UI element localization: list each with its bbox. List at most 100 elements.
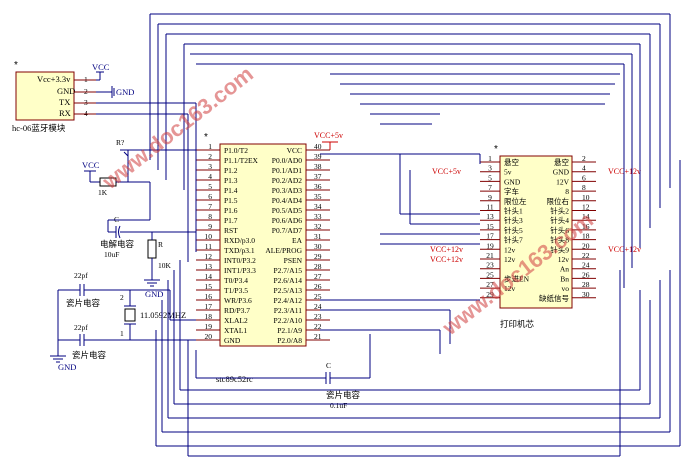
mcu-pin-label: P2.0/A8 [277,336,302,345]
printer-pin-label: 12v [504,255,516,264]
mcu-pin-label: T1/P3.5 [224,286,248,295]
bt-module-label: hc-06蓝牙模块 [12,123,66,133]
mcu-pin-number: 9 [208,222,212,231]
crystal-c1-value: 22pf [74,271,88,280]
printer-pin-number: 26 [582,270,590,279]
printer-pin-number: 29 [486,290,494,299]
mcu-pin-label: P0.5/AD5 [272,206,302,215]
mcu-pin-number: 40 [314,142,322,151]
mcu-pin-label: EA [292,236,303,245]
printer-pin-label: 12V [556,177,570,186]
crystal-freq: 11.0592MHZ [140,310,186,320]
mcu-pin-number: 36 [314,182,322,191]
printer-label: 打印机芯 [500,319,535,329]
printer-pin-number: 20 [582,241,590,250]
printer-pin-label: 针头5 [504,225,523,235]
printer-right-pins: 2悬空4GND612V8810限位右12针头214针头416针头618针头820… [539,154,596,303]
mcu-pin-number: 30 [314,242,322,251]
resistor-r2-ref: R [158,240,163,249]
mcu-pin-number: 11 [205,242,212,251]
bt-pin-label-2: GND [57,86,75,96]
mcu-pin-number: 13 [205,262,213,271]
mcu-vcc5-label: VCC+5v [314,131,343,140]
mcu-pin-label: P2.6/A14 [273,276,302,285]
resistor-10k [147,239,157,259]
crystal-gnd-label: GND [58,362,76,372]
printer-pin-number: 12 [582,203,590,212]
crystal-pin-2: 1 [120,329,124,338]
mcu-pin-number: 8 [208,212,212,221]
cap-value: 10uF [104,250,119,259]
crystal-pin-1: 2 [120,293,124,302]
wiring [96,13,681,457]
mcu-pin-number: 23 [314,312,322,321]
printer-pin-number: 27 [486,280,494,289]
mcu-pin-label: RD/P3.7 [224,306,250,315]
mcu-pin-label: P0.3/AD3 [272,186,302,195]
mcu-pin-label: WR/P3.6 [224,296,252,305]
part-marker: * [14,60,18,71]
printer-vcc5-label: VCC+5v [432,167,461,176]
mcu-pin-label: PSEN [284,256,303,265]
printer-pin-number: 25 [486,270,494,279]
mcu-pin-number: 6 [208,192,212,201]
printer-pin-label: 限位左 [504,196,527,206]
printer-pin-number: 7 [488,183,492,192]
mcu-pin-label: RXD/p3.0 [224,236,255,245]
printer-pin-label: 字车 [504,186,519,196]
printer-pin-label: An [560,265,569,274]
printer-pin-number: 24 [582,261,590,270]
mcu-pin-number: 26 [314,282,322,291]
printer-body [499,155,573,309]
mcu-pin-label: P0.0/AD0 [272,156,302,165]
crystal-body [124,308,136,322]
mcu-pin-label: P1.6 [224,206,238,215]
mcu-pin-number: 1 [208,142,212,151]
mcu-pin-number: 35 [314,192,322,201]
printer-pin-number: 1 [488,154,492,163]
bluetooth-body [15,71,75,121]
mcu-pin-number: 25 [314,292,322,301]
decoupling-ref: C [326,361,331,370]
printer-pin-number: 30 [582,290,590,299]
printer-pin-label: 12v [504,284,516,293]
decoupling-name: 瓷片电容 [326,390,361,400]
mcu-pin-label: P2.2/A10 [273,316,302,325]
printer-pin-number: 23 [486,261,494,270]
printer-pin-number: 5 [488,173,492,182]
mcu-pin-number: 24 [314,302,322,311]
mcu-pin-label: XLAL2 [224,316,248,325]
mcu-marker: * [204,132,208,143]
printer-pin-number: 22 [582,251,590,260]
mcu-pin-number: 4 [208,172,212,181]
mcu-pin-label: P0.6/AD6 [272,216,302,225]
mcu-pin-number: 18 [205,312,213,321]
printer-pin-number: 19 [486,241,494,250]
printer-pin-number: 13 [486,212,494,221]
crystal-c2-value: 22pf [74,323,88,332]
bt-vcc-label: VCC [92,62,110,72]
mcu-pin-label: INT1/P3.3 [224,266,256,275]
printer-pin-number: 11 [486,203,493,212]
printer-pin-label: 8 [565,187,569,196]
mcu-pin-number: 21 [314,332,322,341]
mcu-pin-label: P1.4 [224,186,238,195]
mcu-pin-number: 33 [314,212,322,221]
mcu-pin-number: 7 [208,202,212,211]
mcu-pin-label: P1.0/T2 [224,146,248,155]
printer-pin-number: 9 [488,193,492,202]
printer-pin-label: GND [504,177,521,186]
reset-gnd-label: GND [145,289,163,299]
mcu-pin-number: 31 [314,232,322,241]
printer-pin-label: 针头7 [504,235,523,245]
bt-pin-label-1: Vcc+3.3v [37,74,71,84]
mcu-pin-label: P0.4/AD4 [272,196,302,205]
mcu-pin-number: 16 [205,292,213,301]
mcu-pin-number: 27 [314,272,322,281]
mcu-right-pins: 40VCC39P0.0/AD038P0.1/AD137P0.2/AD236P0.… [265,142,330,345]
printer-pin-label: 步进EN [504,274,530,283]
mcu-pin-label: P1.5 [224,196,238,205]
resistor-r-ref: R? [116,138,125,147]
